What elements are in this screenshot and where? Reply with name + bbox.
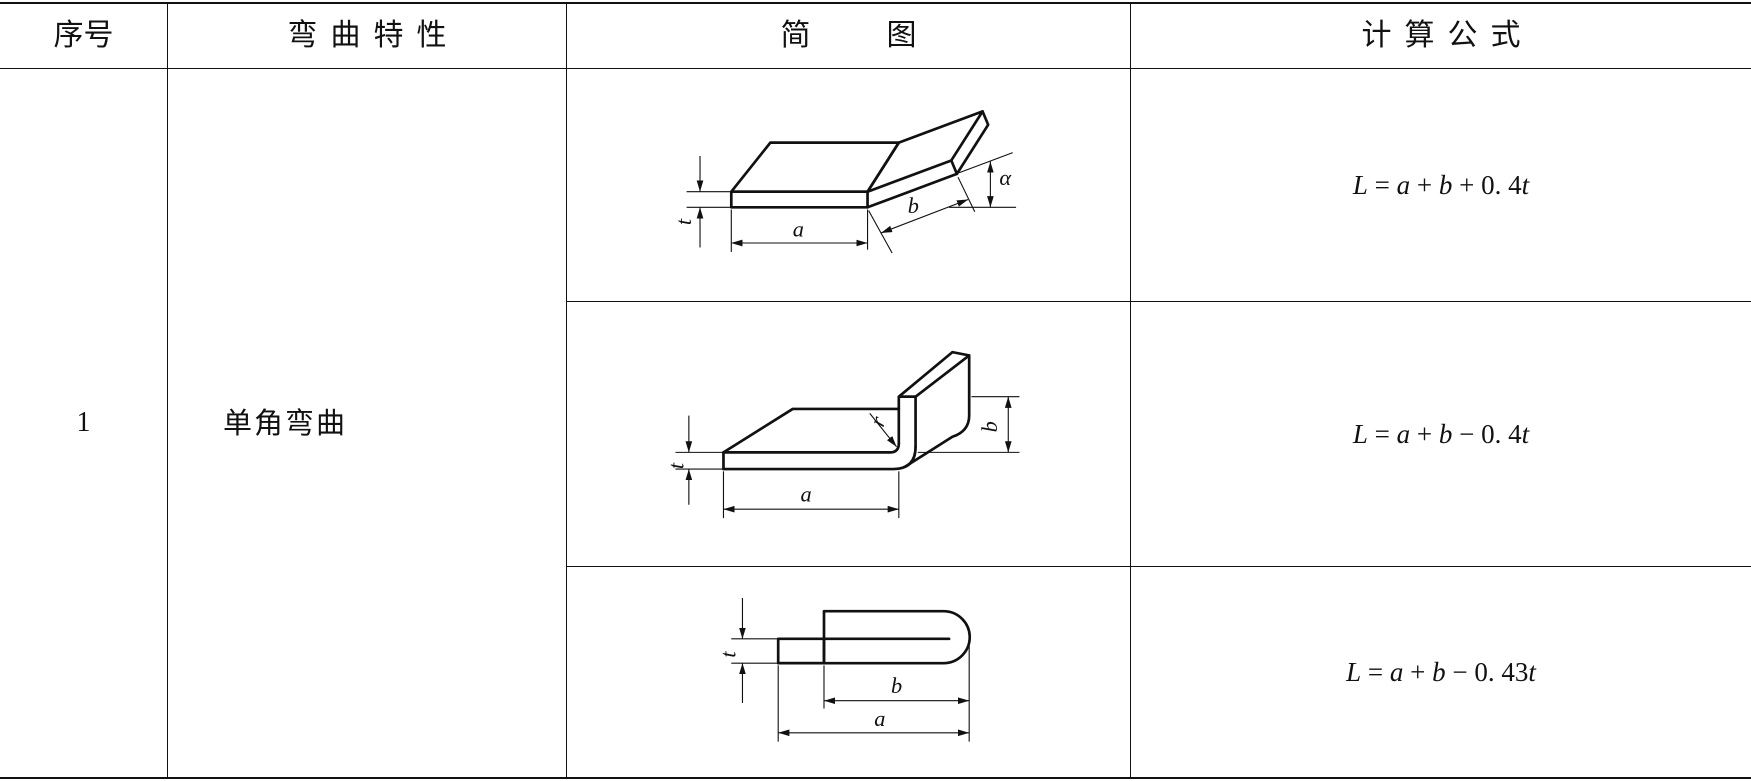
row-index: 1 xyxy=(76,407,91,438)
t-label: t xyxy=(663,462,688,469)
header-formula: 计算公式 xyxy=(1361,18,1534,53)
hem-lower-tab xyxy=(776,637,826,665)
a-label: a xyxy=(801,481,812,506)
sketch-hem-bend: t b a xyxy=(716,597,972,742)
hem-outline xyxy=(776,609,972,665)
base-front-face xyxy=(722,445,917,471)
flange-top-surface xyxy=(897,350,971,399)
top-rule xyxy=(0,2,1751,4)
header-sketch: 简图 xyxy=(780,18,993,53)
b-dimension-line xyxy=(880,198,969,234)
b-label: b xyxy=(891,673,902,698)
b-label: b xyxy=(908,193,919,218)
t-label: t xyxy=(716,651,741,658)
header-rule xyxy=(0,68,1751,69)
flange-top-surface xyxy=(866,110,984,194)
b-extension-line-start xyxy=(868,210,893,254)
b-extension-line-end xyxy=(957,176,976,213)
row-rule-1 xyxy=(566,301,1751,302)
angle-reference-inclined xyxy=(958,152,1013,174)
column-rule-1 xyxy=(167,3,168,778)
r-leader-line xyxy=(869,413,898,448)
flange-front-face xyxy=(897,395,917,449)
sketch-right-angle-bend: b r a t xyxy=(663,350,1020,519)
header-index: 序号 xyxy=(53,18,114,53)
flange-back-edge xyxy=(905,354,971,468)
bottom-rule xyxy=(0,777,1751,779)
b-label: b xyxy=(977,421,1002,432)
r-label: r xyxy=(864,413,891,430)
row-rule-2 xyxy=(566,566,1751,567)
t-label: t xyxy=(671,218,696,225)
column-rule-2 xyxy=(566,3,567,778)
base-top-surface xyxy=(722,407,901,454)
a-label: a xyxy=(793,216,804,241)
column-rule-3 xyxy=(1130,3,1131,778)
header-feature: 弯曲特性 xyxy=(287,18,460,53)
flange-end-face xyxy=(949,110,990,176)
plate-front-face xyxy=(729,190,869,209)
a-label: a xyxy=(874,706,885,731)
sketch-angled-bend: α b a t xyxy=(671,110,1017,254)
angle-label: α xyxy=(999,165,1012,190)
row-feature: 单角弯曲 xyxy=(223,405,348,440)
